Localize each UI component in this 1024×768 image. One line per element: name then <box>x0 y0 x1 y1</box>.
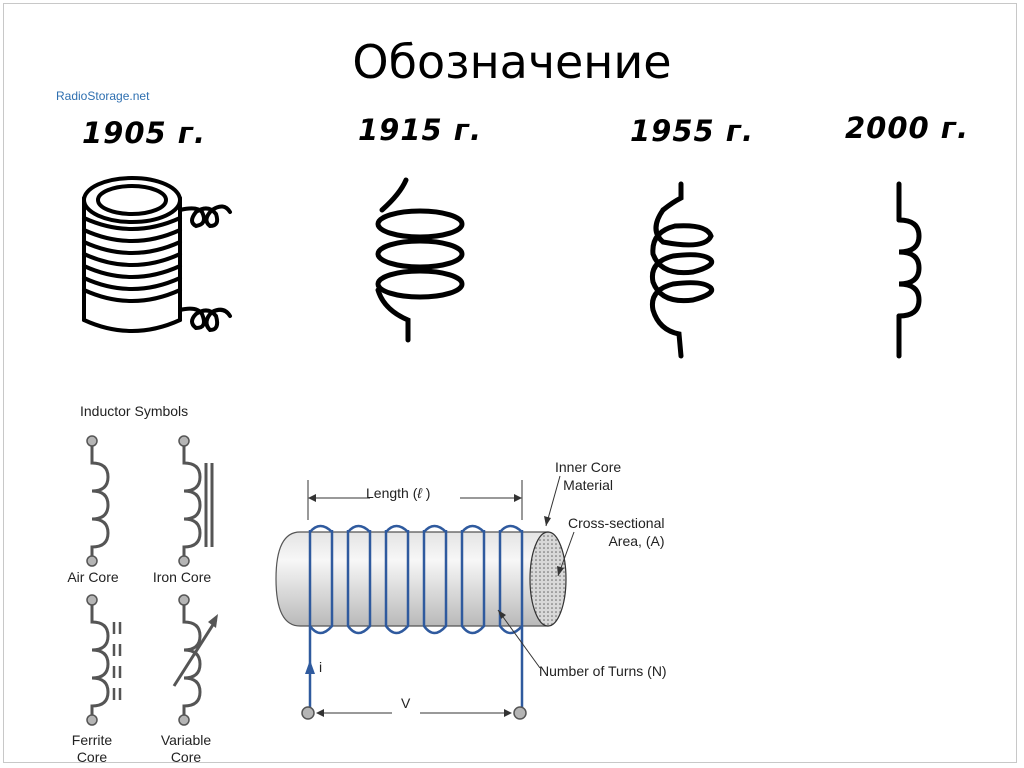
inner-core-label: Inner Core Material <box>555 458 621 494</box>
year-label-2000: 2000 г. <box>845 111 969 145</box>
coil-2000-symbol <box>896 181 922 359</box>
ferrite-core-label-line2: Core <box>76 749 108 765</box>
variable-core-label-line2: Core <box>170 749 202 765</box>
year-label-1905: 1905 г. <box>82 116 206 150</box>
length-symbol: ℓ <box>417 485 422 501</box>
ferrite-core-symbol <box>86 594 122 726</box>
length-label-text: Length ( <box>366 485 418 501</box>
year-label-1955: 1955 г. <box>630 114 754 148</box>
watermark: RadioStorage.net <box>56 89 150 103</box>
voltage-label: V <box>401 695 411 711</box>
air-core-symbol <box>86 435 110 567</box>
variable-core-label-line1: Variable <box>160 732 212 748</box>
slide-border <box>3 3 1017 763</box>
cross-section-label-line1: Cross-sectional <box>568 515 665 531</box>
slide-title: Обозначение <box>352 35 672 89</box>
ferrite-core-label: Ferrite Core <box>56 732 128 766</box>
solenoid-diagram <box>275 475 575 720</box>
turns-label: Number of Turns (N) <box>539 663 667 679</box>
coil-1905-drawing <box>82 176 232 333</box>
variable-core-label: Variable Core <box>148 732 224 766</box>
coil-1915-symbol <box>375 177 465 343</box>
inner-core-label-line1: Inner Core <box>555 459 622 475</box>
year-label-1915: 1915 г. <box>358 113 482 147</box>
inner-core-label-line2: Material <box>563 477 613 493</box>
air-core-label: Air Core <box>67 569 119 585</box>
cross-section-label-line2: Area, (A) <box>608 533 665 549</box>
variable-core-symbol <box>172 594 218 726</box>
inductor-symbols-heading: Inductor Symbols <box>80 403 189 419</box>
ferrite-core-label-line1: Ferrite <box>71 732 113 748</box>
iron-core-symbol <box>178 435 214 567</box>
coil-1955-symbol <box>649 181 715 359</box>
iron-core-label: Iron Core <box>152 569 212 585</box>
length-label: Length (ℓ ) <box>366 484 430 502</box>
cross-section-label: Cross-sectional Area, (A) <box>568 514 664 550</box>
length-label-close: ) <box>421 485 431 501</box>
current-label: i <box>319 659 323 675</box>
